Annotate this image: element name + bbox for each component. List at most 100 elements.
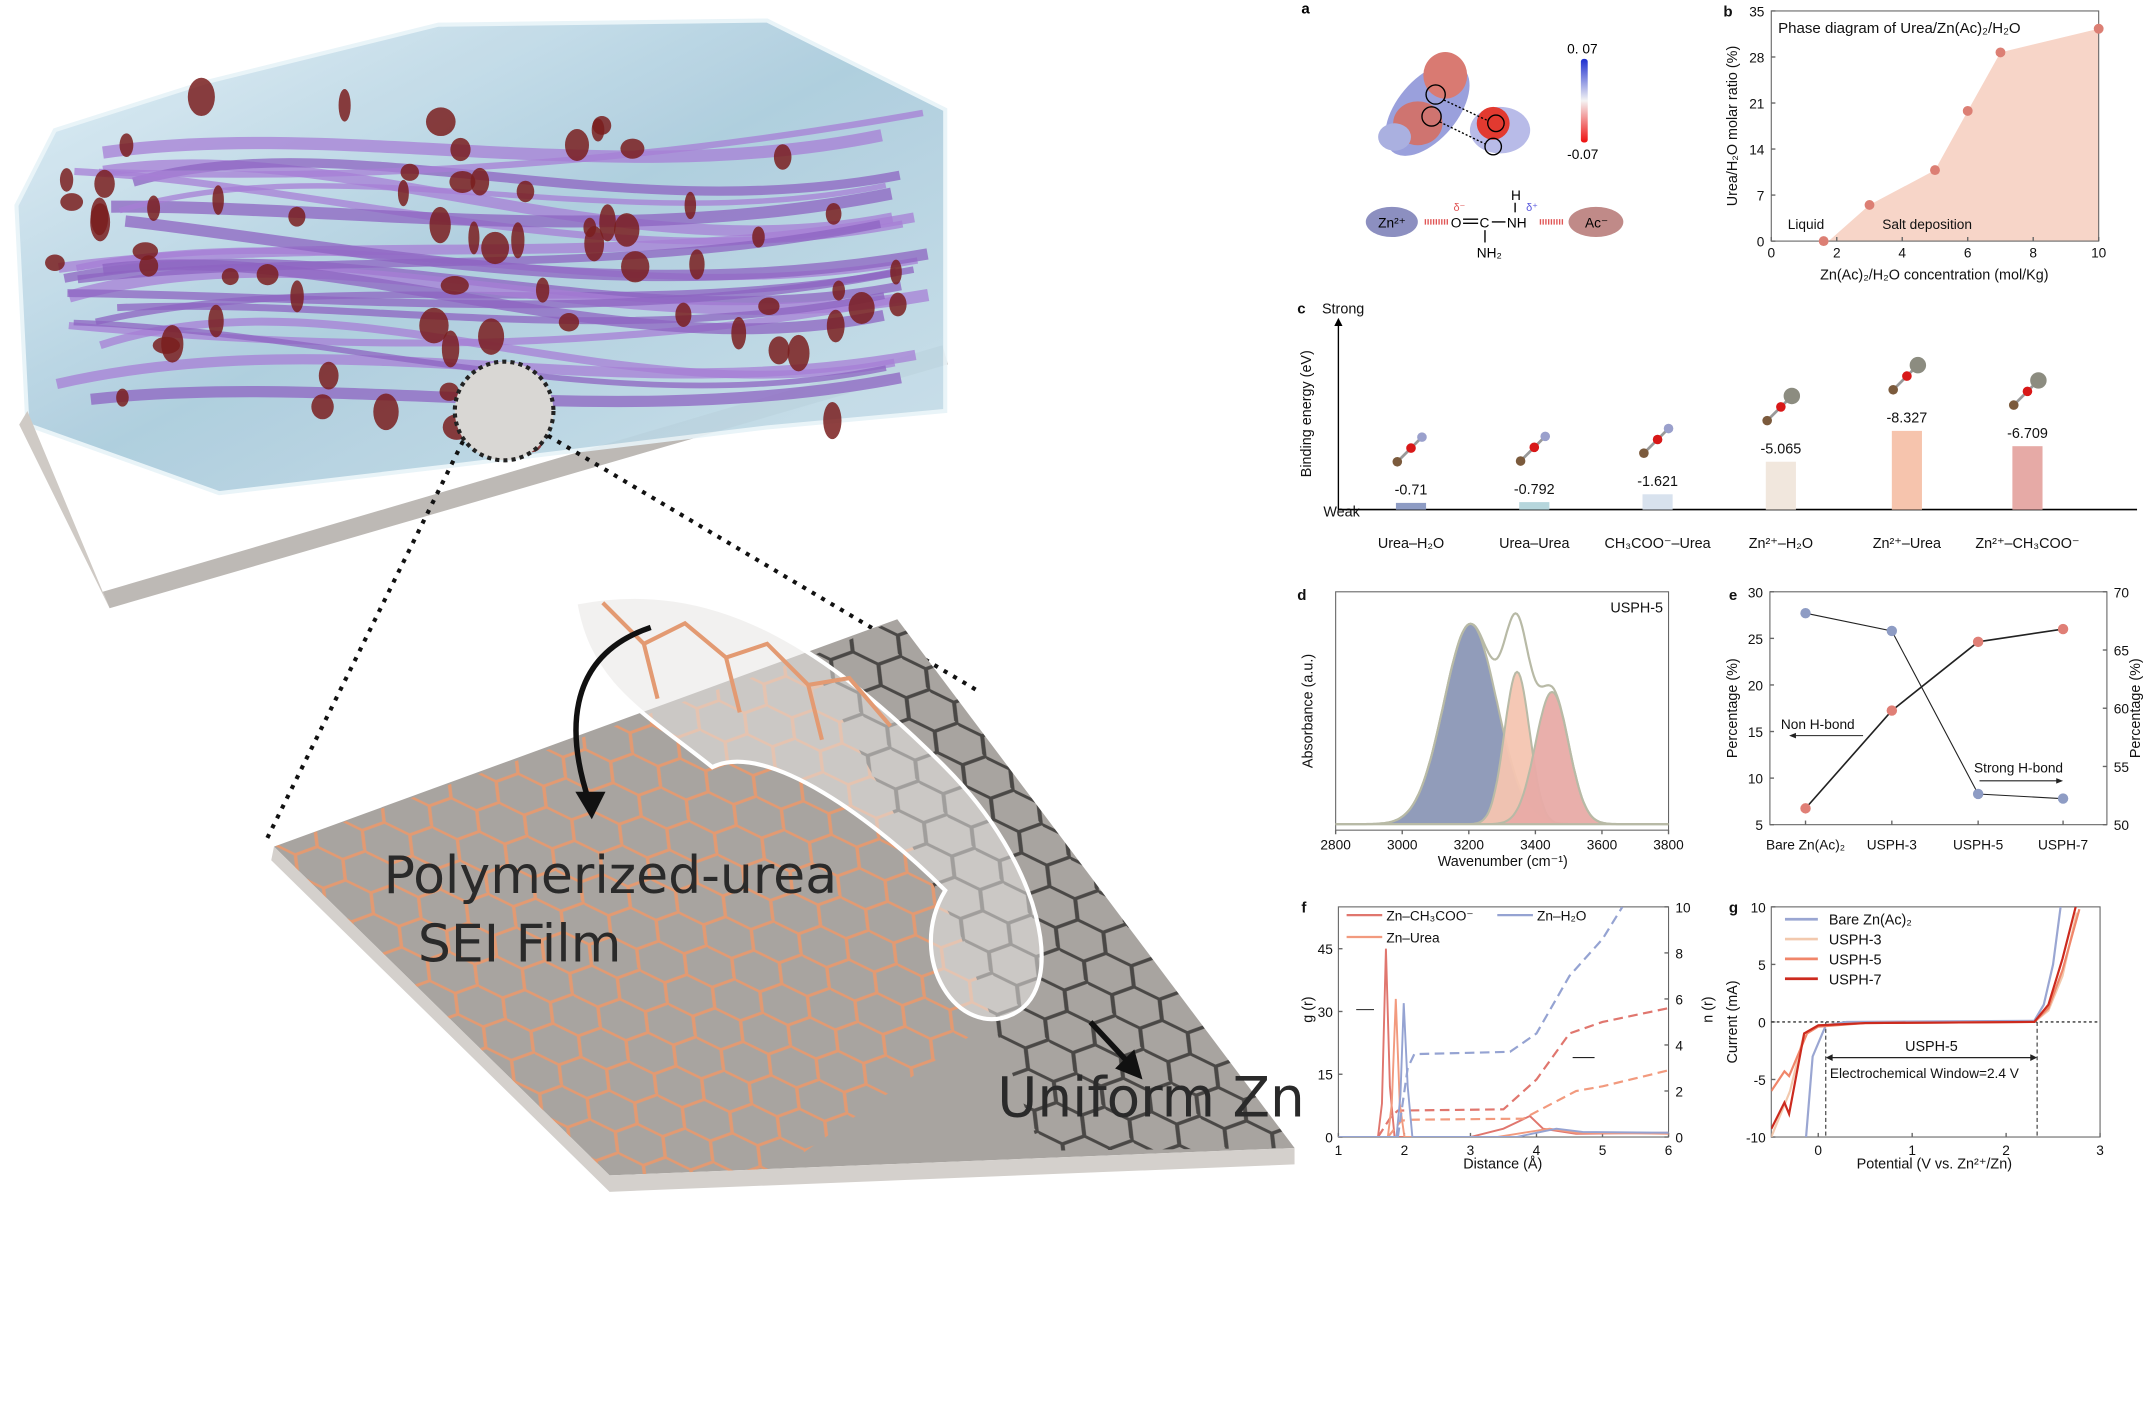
zn-ion-label: Zn²⁺ <box>1378 215 1406 230</box>
zn-ion-dot <box>516 180 535 203</box>
category-label: Urea–Urea <box>1499 536 1569 552</box>
category-label: Zn²⁺–H₂O <box>1749 536 1813 552</box>
y-tick-label-left: 15 <box>1748 725 1764 740</box>
zn-ion-dot <box>139 255 159 277</box>
data-point <box>1886 625 1898 637</box>
bar <box>1519 502 1550 510</box>
x-tick-label: 0 <box>1767 246 1775 261</box>
legend-label: Zn–Urea <box>1386 930 1440 945</box>
panel-letter-g: g <box>1729 899 1738 916</box>
liquid-label: Liquid <box>1788 217 1825 232</box>
legend-label: Zn–CH₃COO⁻ <box>1386 909 1473 924</box>
y-axis-label-c: Binding energy (eV) <box>1299 350 1315 477</box>
panel-letter-c: c <box>1297 301 1305 318</box>
bar <box>1891 430 1922 510</box>
category-label: USPH-5 <box>1953 837 2004 852</box>
x-tick-label: 1 <box>1335 1143 1343 1158</box>
x-axis-label-g: Potential (V vs. Zn²⁺/Zn) <box>1857 1157 2012 1173</box>
data-point <box>1800 608 1811 619</box>
delta-o: δ⁻ <box>1453 202 1465 214</box>
lsv-curve <box>1771 906 2077 1130</box>
x-tick-label: 3800 <box>1653 837 1684 852</box>
carbon-atom <box>1392 457 1403 467</box>
atom-h: H <box>1511 188 1521 203</box>
polymer-fiber <box>77 220 882 284</box>
acetate-ellipse <box>1568 206 1624 237</box>
panel-letter-d: d <box>1297 587 1306 604</box>
y-tick-label: 35 <box>1749 4 1765 19</box>
carbon-atom <box>2008 400 2019 410</box>
zn-ion-dot <box>187 77 215 117</box>
category-label: Zn²⁺–Urea <box>1873 536 1941 552</box>
y-tick-label: 0 <box>1757 235 1765 250</box>
magnifier-circle <box>452 359 556 463</box>
zn-ion-dot <box>439 382 459 401</box>
zn-ion-dot <box>731 317 747 350</box>
x-tick-label: 10 <box>2091 246 2107 261</box>
plot-frame-b <box>1770 10 2100 242</box>
x-tick-label: 6 <box>1665 1143 1673 1158</box>
window-sample-label: USPH-5 <box>1905 1039 1958 1055</box>
zn-ion-dot <box>290 280 304 313</box>
x-tick-label: 3600 <box>1587 837 1618 852</box>
zn-ion-dot <box>823 401 842 440</box>
rdf-curve <box>1338 1003 1669 1138</box>
y-tick-label: 10 <box>1751 900 1767 915</box>
zn-ion-dot <box>478 318 505 355</box>
y-tick-label-right: 10 <box>1675 900 1691 915</box>
uniform-zn-label: Uniform Zn <box>997 1065 1304 1129</box>
zn-ion-dot <box>59 168 74 192</box>
y-tick-label: 7 <box>1757 189 1765 204</box>
oxygen-atom <box>1529 442 1540 453</box>
y-tick-label-right: 50 <box>2114 818 2130 833</box>
acetate-label: Ac⁻ <box>1585 215 1608 230</box>
y-tick-label-right: 8 <box>1675 946 1683 961</box>
y-tick-label: 5 <box>1758 958 1766 973</box>
arrow-head <box>1334 317 1343 327</box>
oxygen-atom <box>1406 443 1416 453</box>
y-axis-label-d: Absorbance (a.u.) <box>1300 654 1316 768</box>
zn-ion-dot <box>397 179 409 207</box>
y-axis-label-left-e: Percentage (%) <box>1725 658 1741 758</box>
zn-ion-dot <box>787 334 810 372</box>
component-peak <box>1335 670 1669 826</box>
zn-ion-dot <box>511 222 525 259</box>
bar <box>1642 494 1673 510</box>
zn-ion-dot <box>288 206 306 227</box>
oxygen-atom <box>1776 402 1786 412</box>
polymer-fiber <box>124 215 929 282</box>
x-tick-label: 2 <box>2002 1143 2010 1158</box>
y-tick-label-left: 5 <box>1755 818 1763 833</box>
y-tick-label-left: 30 <box>1318 1005 1334 1020</box>
y-tick-label-right: 6 <box>1675 992 1683 1007</box>
zn-ion-dot <box>425 107 456 137</box>
atom-c: C <box>1479 215 1489 230</box>
zn-ion-dot <box>450 137 471 162</box>
zn-ion-dot <box>429 206 451 244</box>
x-tick-label: 2 <box>1401 1143 1409 1158</box>
x-axis-label-b: Zn(Ac)₂/H₂O concentration (mol/Kg) <box>1820 267 2048 283</box>
zn-ion-dot <box>440 276 469 295</box>
data-point <box>1800 803 1811 814</box>
peeled-sei-film <box>573 594 1044 1022</box>
bar <box>1765 461 1796 510</box>
strong-hbond-label: Strong H-bond <box>1974 761 2063 776</box>
y-tick-label: -10 <box>1746 1130 1766 1145</box>
y-tick-label-left: 30 <box>1748 585 1764 600</box>
legend-label: Zn–H₂O <box>1537 909 1586 924</box>
zn-ion-dot <box>373 393 399 431</box>
y-tick-label-left: 20 <box>1748 678 1764 693</box>
sheet-front-edge <box>271 846 1295 1192</box>
plot-area-f <box>1338 906 1669 1138</box>
sei-illustration: Polymerized-urea SEI Film Uniform Zn <box>14 18 1305 1192</box>
zn-ion-dot <box>400 163 420 181</box>
nitrogen-atom <box>1417 432 1427 442</box>
sample-label: USPH-5 <box>1610 600 1663 616</box>
y-tick-label: 0 <box>1758 1015 1766 1030</box>
zn-ion-dot <box>584 225 605 262</box>
y-tick-label-right: 55 <box>2114 760 2130 775</box>
x-axis-label-d: Wavenumber (cm⁻¹) <box>1438 854 1568 870</box>
non-hbond-label: Non H-bond <box>1781 717 1855 732</box>
data-point <box>2093 23 2104 34</box>
